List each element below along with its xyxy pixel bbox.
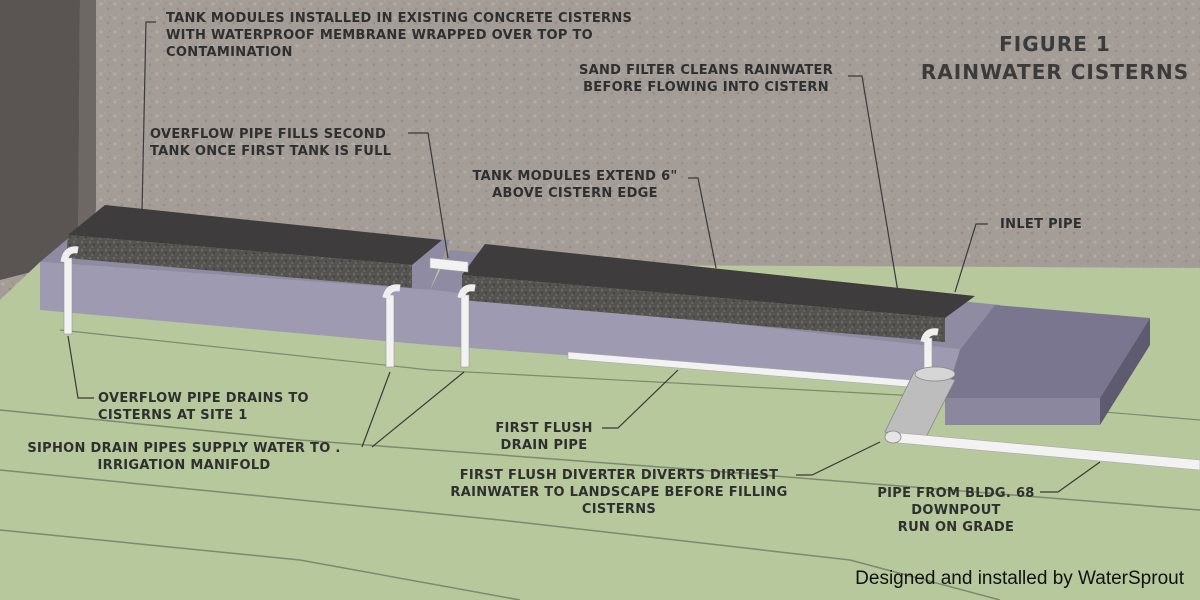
label-line: DRAIN PIPE [500,438,588,453]
tank-module-1-top [68,205,442,265]
label-line: SIPHON DRAIN PIPES SUPPLY WATER TO . [27,441,341,456]
label-pipe-from-bldg: PIPE FROM BLDG. 68 DOWNPOUT RUN ON GRADE [868,485,1044,536]
tank-module-1-side [66,235,412,288]
leader-tank-modules-extend [688,177,717,269]
leader-siphon-2 [371,371,465,448]
figure-number: FIGURE 1 [999,32,1111,56]
label-line: INLET PIPE [1000,217,1083,232]
label-overflow-fills: OVERFLOW PIPE FILLS SECOND TANK ONCE FIR… [150,126,391,160]
label-inlet-pipe: INLET PIPE [1000,216,1082,233]
cistern-1-front [40,262,430,345]
inlet-block-front [945,398,1100,425]
label-line: FIRST FLUSH [495,421,593,436]
inlet-block-top [945,305,1150,398]
ground-grade-line [0,409,1200,511]
leader-overflow-fills [408,132,449,259]
siphon-pipe-2-elbow [457,284,476,299]
siphon-pipe-1 [385,294,395,368]
label-line: RAINWATER TO LANDSCAPE BEFORE FILLING [450,485,788,500]
leader-siphon-1 [361,371,391,448]
label-first-flush-diverter: FIRST FLUSH DIVERTER DIVERTS DIRTIEST RA… [444,467,794,518]
label-line: CISTERNS AT SITE 1 [98,408,248,423]
label-line: RUN ON GRADE [897,520,1015,535]
overflow-drain-elbow [60,246,79,263]
siphon-pipe-2 [460,294,470,368]
label-sand-filter: SAND FILTER CLEANS RAINWATER BEFORE FLOW… [570,62,842,96]
inlet-riser-elbow [920,328,939,343]
leader-pipe-from-bldg [1040,461,1101,493]
leader-tank-modules-installed [141,21,156,213]
label-line: OVERFLOW PIPE FILLS SECOND [150,127,387,142]
label-overflow-drains: OVERFLOW PIPE DRAINS TO CISTERNS AT SITE… [98,390,309,424]
leader-sand-filter [848,75,899,293]
label-line: BEFORE FLOWING INTO CISTERN [583,80,829,95]
leader-overflow-drains [67,335,94,399]
label-line: FIRST FLUSH DIVERTER DIVERTS DIRTIEST [459,468,779,483]
left-wall-shadow [0,0,80,280]
label-line: CISTERNS [581,502,657,517]
ground-grade-line [0,529,521,600]
label-line: DOWNPOUT [911,503,1001,518]
ground-grade-line [0,469,1001,600]
diverter-cap [914,366,956,382]
downspout-elbow [884,430,902,444]
label-line: ABOVE CISTERN EDGE [492,186,658,201]
label-first-flush-drain: FIRST FLUSH DRAIN PIPE [488,420,600,454]
tank-module-2-top [462,244,975,318]
siphon-pipe-1-elbow [382,284,401,299]
label-line: TANK ONCE FIRST TANK IS FULL [150,144,392,159]
leader-inlet-pipe [954,223,988,293]
overflow-connector-pipe [429,257,469,273]
label-line: OVERFLOW PIPE DRAINS TO [98,391,309,406]
figure-title: RAINWATER CISTERNS [920,60,1190,84]
label-line: WITH WATERPROOF MEMBRANE WRAPPED OVER TO… [166,28,594,43]
leader-first-flush-diverter [796,441,881,476]
label-line: SAND FILTER CLEANS RAINWATER [578,63,834,78]
credit-text: Designed and installed by WaterSprout [855,568,1184,589]
overflow-drain-pipe [63,257,73,335]
label-tank-modules-extend: TANK MODULES EXTEND 6" ABOVE CISTERN EDG… [460,168,690,202]
label-line: CONTAMINATION [166,45,293,60]
label-siphon-drain: SIPHON DRAIN PIPES SUPPLY WATER TO . IRR… [14,440,354,474]
cistern-2-front [430,290,965,385]
label-line: TANK MODULES EXTEND 6" [472,169,678,184]
left-wall-face [78,0,96,260]
label-tank-modules-installed: TANK MODULES INSTALLED IN EXISTING CONCR… [166,10,632,61]
label-line: TANK MODULES INSTALLED IN EXISTING CONCR… [166,11,633,26]
leader-first-flush-drain [602,369,679,429]
inlet-block-side [1100,318,1150,425]
figure-title-block: FIGURE 1 RAINWATER CISTERNS [910,30,1200,86]
leader-lines [67,21,1101,493]
label-line: IRRIGATION MANIFOLD [97,458,271,473]
label-line: PIPE FROM BLDG. 68 [877,486,1035,501]
tank-module-2-side [462,275,945,342]
